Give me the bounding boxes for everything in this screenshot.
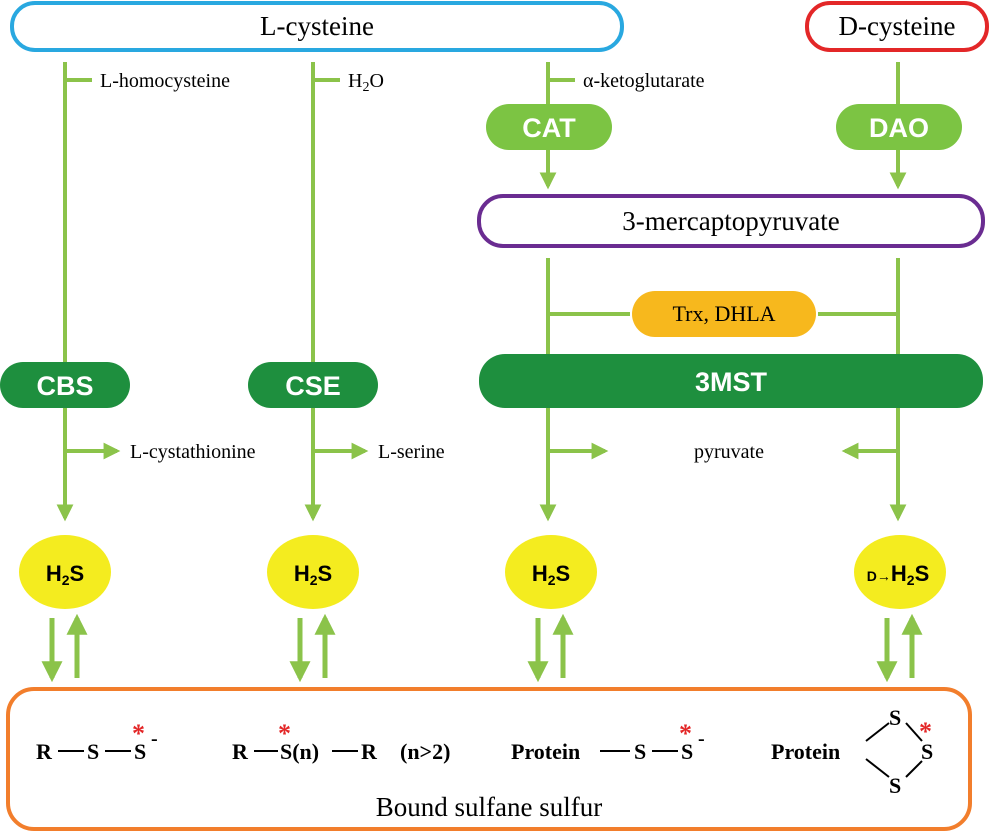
dao-enzyme [836,104,962,150]
s2-condition: (n>2) [400,739,450,764]
structure-persulfide: R S S - * [36,719,158,764]
alpha-ketoglutarate-label: α-ketoglutarate [583,70,705,92]
s1-r: R [36,739,53,764]
s4-bond-right-bottom [905,760,923,778]
s1-charge: - [151,728,158,750]
l-cysteine-box [10,1,624,52]
h2s-node-cse [267,535,359,609]
cse-enzyme [248,362,378,408]
structure-protein-trisulfide: Protein S S S * [771,705,933,798]
dao-label: DAO [869,113,929,143]
bound-sulfane-box [6,687,972,831]
s4-s-top: S [889,705,901,730]
bound-sulfane-title: Bound sulfane sulfur [376,792,602,822]
s3-s-b: S [681,739,693,764]
s4-bond-top [865,722,890,742]
h2s-label-mst: H2S [532,561,570,588]
cbs-label: CBS [36,371,93,401]
l-serine-label: L-serine [378,441,445,463]
d-cysteine-box [805,1,989,52]
mercaptopyruvate-label: 3-mercaptopyruvate [622,206,839,236]
l-homocysteine-label: L-homocysteine [100,70,230,92]
cofactor-label: Trx, DHLA [672,301,775,326]
s1-s-b: S [134,739,146,764]
mercaptopyruvate-box [477,194,985,248]
s1-asterisk: * [132,719,145,748]
h2s-node-dao [854,535,946,609]
s4-protein: Protein [771,739,840,764]
h2o-label: H2O [348,70,384,95]
h2s-node-cbs [19,535,111,609]
h2s-node-mst [505,535,597,609]
s3-asterisk: * [679,719,692,748]
s4-bond-right-top [905,722,923,742]
h2s-label-cse: H2S [294,561,332,588]
cbs-enzyme [0,362,130,408]
s2-asterisk: * [278,719,291,748]
s2-r2: R [361,739,378,764]
s3-charge: - [698,728,705,750]
l-cysteine-label: L-cysteine [260,11,374,41]
s4-bond-bottom [865,758,890,778]
h2s-label-cbs: H2S [46,561,84,588]
s1-s-a: S [87,739,99,764]
structure-protein-persulfide: Protein S S - * [511,719,705,764]
s4-s-bottom: S [889,773,901,798]
structure-polysulfide: R S(n) * R (n>2) [232,719,450,764]
s4-asterisk: * [919,717,932,746]
mst-label: 3MST [695,367,768,397]
s4-s-right: S [921,739,933,764]
cat-label: CAT [522,113,576,143]
s3-s-a: S [634,739,646,764]
mst-enzyme [479,354,983,408]
cse-label: CSE [285,371,341,401]
pyruvate-label: pyruvate [694,441,764,463]
s3-protein: Protein [511,739,580,764]
s2-r1: R [232,739,249,764]
cofactor-trx-dhla [632,291,816,337]
s2-sn: S(n) [280,739,319,764]
l-cystathionine-label: L-cystathionine [130,441,256,463]
cat-enzyme [486,104,612,150]
h2s-label-dao: D→H2S [867,561,930,588]
d-cysteine-label: D-cysteine [839,11,956,41]
